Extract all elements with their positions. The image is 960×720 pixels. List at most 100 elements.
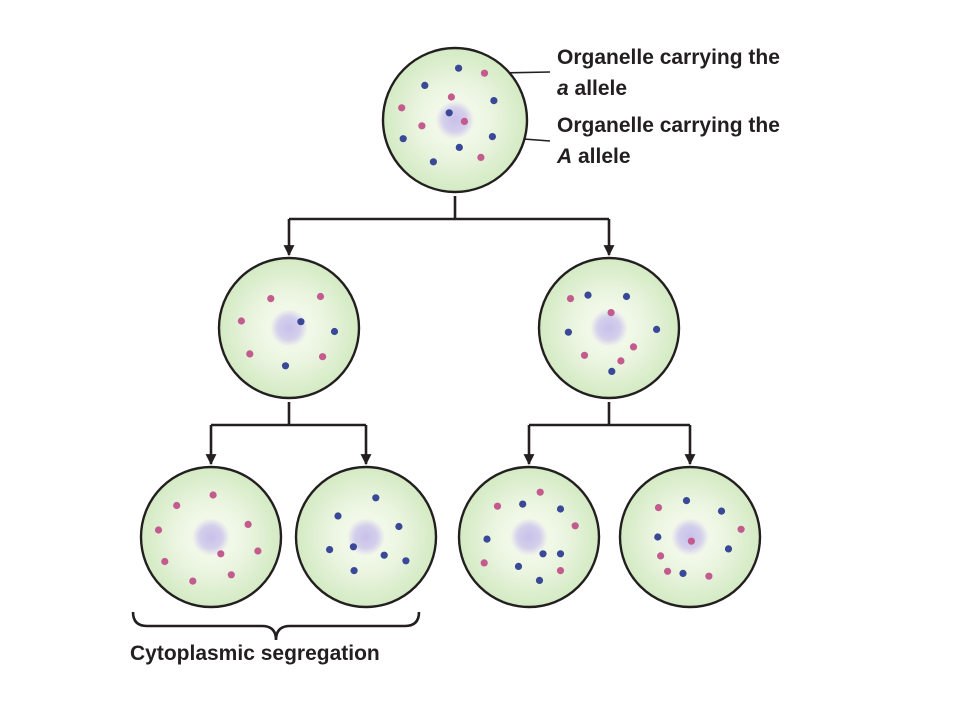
organelle-A-allele — [380, 551, 388, 559]
organelle-a-allele — [154, 526, 163, 534]
organelle-A-allele — [445, 109, 453, 117]
division-arrows-generation-1 — [283, 196, 615, 257]
cell-nucleus — [192, 518, 230, 556]
allele-a-suffix: allele — [568, 77, 628, 100]
cell-nucleus — [671, 518, 709, 556]
organelle-a-allele — [316, 292, 325, 301]
daughter-cell-right — [537, 256, 681, 400]
organelle-a-allele — [173, 501, 181, 510]
organelle-A-allele — [654, 533, 662, 541]
cell-nucleus — [435, 100, 475, 140]
organelle-A-allele — [584, 291, 592, 299]
organelle-A-allele — [556, 550, 565, 558]
organelle-a-allele — [664, 567, 672, 575]
organelle-A-allele — [455, 64, 463, 72]
organelle-A-allele — [556, 505, 565, 513]
organelle-a-allele — [267, 295, 275, 303]
organelle-a-allele — [566, 295, 575, 303]
organelle-A-allele — [330, 327, 339, 336]
division-arrows-right-lineage — [523, 402, 696, 466]
organelle-a-allele — [227, 571, 235, 579]
organelle-A-allele — [399, 135, 407, 143]
organelle-a-allele — [319, 353, 327, 361]
granddaughter-cell-4 — [618, 465, 762, 609]
organelle-a-allele — [654, 504, 663, 512]
organelle-a-allele — [244, 520, 252, 529]
segregation-bracket — [131, 611, 421, 641]
organelle-A-allele — [455, 143, 463, 151]
organelle-a-allele — [209, 491, 217, 499]
organelle-a-allele — [493, 502, 502, 510]
label-a-line1: Organelle carrying the — [557, 46, 780, 69]
organelle-A-allele — [679, 569, 687, 578]
organelle-A-allele — [349, 543, 357, 551]
organelle-a-allele — [237, 317, 245, 325]
division-arrows-left-lineage — [205, 402, 372, 466]
organelle-a-allele — [477, 153, 485, 161]
organelle-A-allele — [402, 557, 410, 565]
label-A-line2: A allele — [557, 141, 780, 172]
organelle-a-allele — [607, 309, 615, 317]
organelle-A-allele — [717, 507, 726, 515]
caption-cytoplasmic-segregation: Cytoplasmic segregation — [130, 642, 380, 665]
lineage-connectors — [205, 71, 696, 466]
organelle-A-allele — [608, 367, 616, 375]
organelle-a-allele — [737, 525, 745, 533]
organelle-A-allele — [281, 362, 290, 370]
organelle-a-allele — [480, 559, 488, 567]
organelle-a-allele — [480, 69, 489, 77]
organelle-A-allele — [326, 546, 334, 554]
organelle-a-allele — [705, 572, 713, 580]
organelle-a-allele — [617, 357, 625, 365]
parent-cell — [381, 46, 529, 194]
organelle-A-allele — [682, 497, 691, 505]
organelle-A-allele — [724, 545, 733, 553]
organelle-a-allele — [580, 351, 589, 359]
organelle-A-allele — [350, 567, 358, 575]
organelle-A-allele — [535, 576, 544, 585]
organelle-a-allele — [536, 488, 544, 496]
organelle-A-allele — [490, 97, 498, 105]
organelle-a-allele — [629, 343, 638, 351]
organelle-a-allele — [418, 122, 426, 130]
allele-A-suffix: allele — [572, 145, 631, 168]
organelle-a-allele — [161, 557, 169, 566]
label-A-line1: Organelle carrying the — [557, 114, 780, 137]
organelle-A-allele — [297, 318, 305, 326]
organelle-A-allele — [622, 292, 631, 301]
allele-A-symbol: A — [557, 145, 573, 168]
organelle-a-allele — [246, 350, 254, 358]
organelle-A-allele — [519, 500, 527, 508]
organelle-A-allele — [564, 328, 573, 336]
organelle-a-allele — [189, 577, 197, 585]
organelle-a-allele — [687, 537, 696, 545]
organelle-A-allele — [334, 512, 342, 520]
organelle-A-allele — [421, 81, 429, 89]
organelle-A-allele — [539, 550, 547, 558]
organelle-a-allele — [571, 522, 579, 530]
label-organelle-A-allele: Organelle carrying the A allele — [557, 110, 780, 172]
organelle-a-allele — [556, 567, 565, 575]
organelle-a-allele — [217, 550, 225, 558]
granddaughter-cell-2 — [294, 465, 438, 609]
granddaughter-cell-3 — [457, 465, 601, 609]
organelle-a-allele — [447, 93, 455, 101]
allele-a-symbol: a — [557, 77, 569, 100]
granddaughter-cell-1 — [139, 465, 283, 609]
organelle-a-allele — [398, 104, 406, 112]
organelle-A-allele — [653, 325, 661, 333]
organelle-A-allele — [488, 133, 496, 141]
organelle-a-allele — [657, 552, 665, 560]
label-organelle-a-allele: Organelle carrying the a allele — [557, 42, 780, 104]
label-a-line2: a allele — [557, 73, 780, 104]
cell-nucleus — [510, 518, 548, 556]
organelle-A-allele — [395, 522, 403, 531]
organelle-A-allele — [429, 158, 437, 166]
cell-nucleus — [270, 309, 308, 347]
organelle-a-allele — [460, 117, 468, 125]
organelle-A-allele — [514, 562, 523, 571]
organelle-A-allele — [483, 535, 491, 543]
organelle-A-allele — [372, 494, 380, 502]
